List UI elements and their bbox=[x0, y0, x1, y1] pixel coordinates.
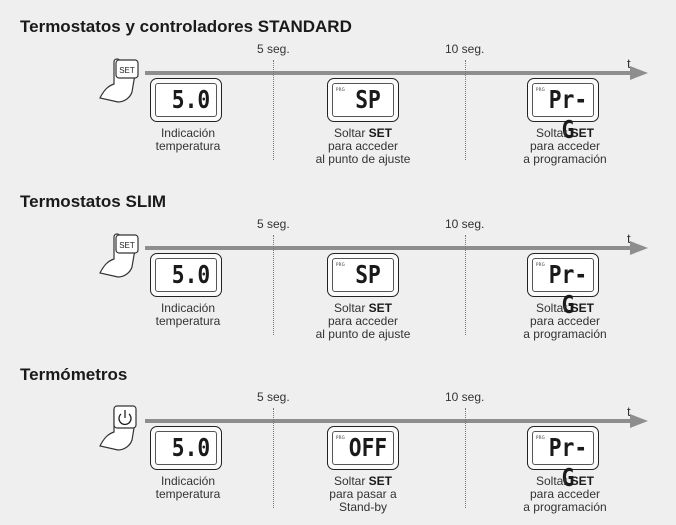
prg-indicator: PRG bbox=[336, 262, 345, 267]
prg-indicator: PRG bbox=[536, 262, 545, 267]
finger-press-icon: SET bbox=[99, 233, 139, 278]
caption-line: temperatura bbox=[155, 314, 221, 328]
section-title: Termostatos SLIM bbox=[20, 192, 167, 211]
set-button-label: SET bbox=[119, 241, 135, 250]
display-readout: Pr-G bbox=[548, 260, 588, 319]
t-axis-label: t bbox=[627, 231, 631, 246]
display-panel: 5.0 bbox=[150, 78, 222, 122]
timeline-arrowhead bbox=[630, 414, 648, 428]
timeline-arrowhead bbox=[630, 241, 648, 255]
caption-line: a programación bbox=[523, 152, 607, 166]
display-panel: 5.0 bbox=[150, 253, 222, 297]
timeline-arrow bbox=[145, 71, 635, 75]
caption-line: para pasar a bbox=[329, 487, 397, 501]
time-label-10: 10 seg. bbox=[445, 42, 485, 56]
display-panel: PRG SP bbox=[327, 78, 399, 122]
timeline-arrowhead bbox=[630, 66, 648, 80]
display-readout: SP bbox=[355, 85, 381, 114]
set-button-label: SET bbox=[119, 66, 135, 75]
caption-line: para acceder bbox=[327, 139, 399, 153]
display-panel: 5.0 bbox=[150, 426, 222, 470]
timeline-arrow bbox=[145, 246, 635, 250]
caption-line: Indicación bbox=[160, 126, 216, 140]
caption-line: a programación bbox=[523, 327, 607, 341]
finger-press-power-icon bbox=[99, 405, 137, 451]
section-title: Termostatos y controladores STANDARD bbox=[20, 17, 352, 36]
caption-line: Soltar SET bbox=[333, 126, 393, 140]
section-slim: Termostatos SLIM 5 seg. 10 seg. t SET 5.… bbox=[0, 175, 676, 345]
prg-indicator: PRG bbox=[536, 435, 545, 440]
display-readout: Pr-G bbox=[548, 433, 588, 492]
caption-line: para acceder bbox=[529, 139, 601, 153]
timeline-arrow bbox=[145, 419, 635, 423]
t-axis-label: t bbox=[627, 404, 631, 419]
prg-indicator: PRG bbox=[536, 87, 545, 92]
time-label-5: 5 seg. bbox=[257, 390, 290, 404]
caption-line: Stand-by bbox=[338, 500, 388, 514]
display-readout: 5.0 bbox=[171, 85, 211, 114]
caption-line: al punto de ajuste bbox=[315, 152, 411, 166]
display-readout: 5.0 bbox=[171, 433, 211, 462]
caption-line: Indicación bbox=[160, 474, 216, 488]
caption-line: para acceder bbox=[529, 314, 601, 328]
caption-line: temperatura bbox=[155, 139, 221, 153]
section-title: Termómetros bbox=[20, 365, 128, 384]
tick-5 bbox=[273, 408, 274, 508]
time-label-10: 10 seg. bbox=[445, 390, 485, 404]
time-label-10: 10 seg. bbox=[445, 217, 485, 231]
caption-line: para acceder bbox=[327, 314, 399, 328]
caption-line: Soltar SET bbox=[333, 474, 393, 488]
caption-line: temperatura bbox=[155, 487, 221, 501]
caption-line: Indicación bbox=[160, 301, 216, 315]
prg-indicator: PRG bbox=[336, 435, 345, 440]
caption-line: Soltar SET bbox=[535, 474, 595, 488]
prg-indicator: PRG bbox=[336, 87, 345, 92]
time-label-5: 5 seg. bbox=[257, 217, 290, 231]
caption-line: Soltar SET bbox=[535, 126, 595, 140]
section-standard: Termostatos y controladores STANDARD 5 s… bbox=[0, 0, 676, 170]
display-readout: 5.0 bbox=[171, 260, 211, 289]
tick-5 bbox=[273, 235, 274, 335]
caption-line: Soltar SET bbox=[535, 301, 595, 315]
display-panel: PRG SP bbox=[327, 253, 399, 297]
t-axis-label: t bbox=[627, 56, 631, 71]
tick-10 bbox=[465, 235, 466, 335]
display-readout: SP bbox=[355, 260, 381, 289]
caption-line: a programación bbox=[523, 500, 607, 514]
finger-press-icon: SET bbox=[99, 58, 139, 103]
time-label-5: 5 seg. bbox=[257, 42, 290, 56]
display-readout: OFF bbox=[348, 433, 388, 462]
caption-line: Soltar SET bbox=[333, 301, 393, 315]
tick-10 bbox=[465, 408, 466, 508]
caption-line: para acceder bbox=[529, 487, 601, 501]
tick-5 bbox=[273, 60, 274, 160]
section-termometros: Termómetros 5 seg. 10 seg. t 5.0 Indicac… bbox=[0, 348, 676, 518]
caption-line: al punto de ajuste bbox=[315, 327, 411, 341]
tick-10 bbox=[465, 60, 466, 160]
display-readout: Pr-G bbox=[548, 85, 588, 144]
